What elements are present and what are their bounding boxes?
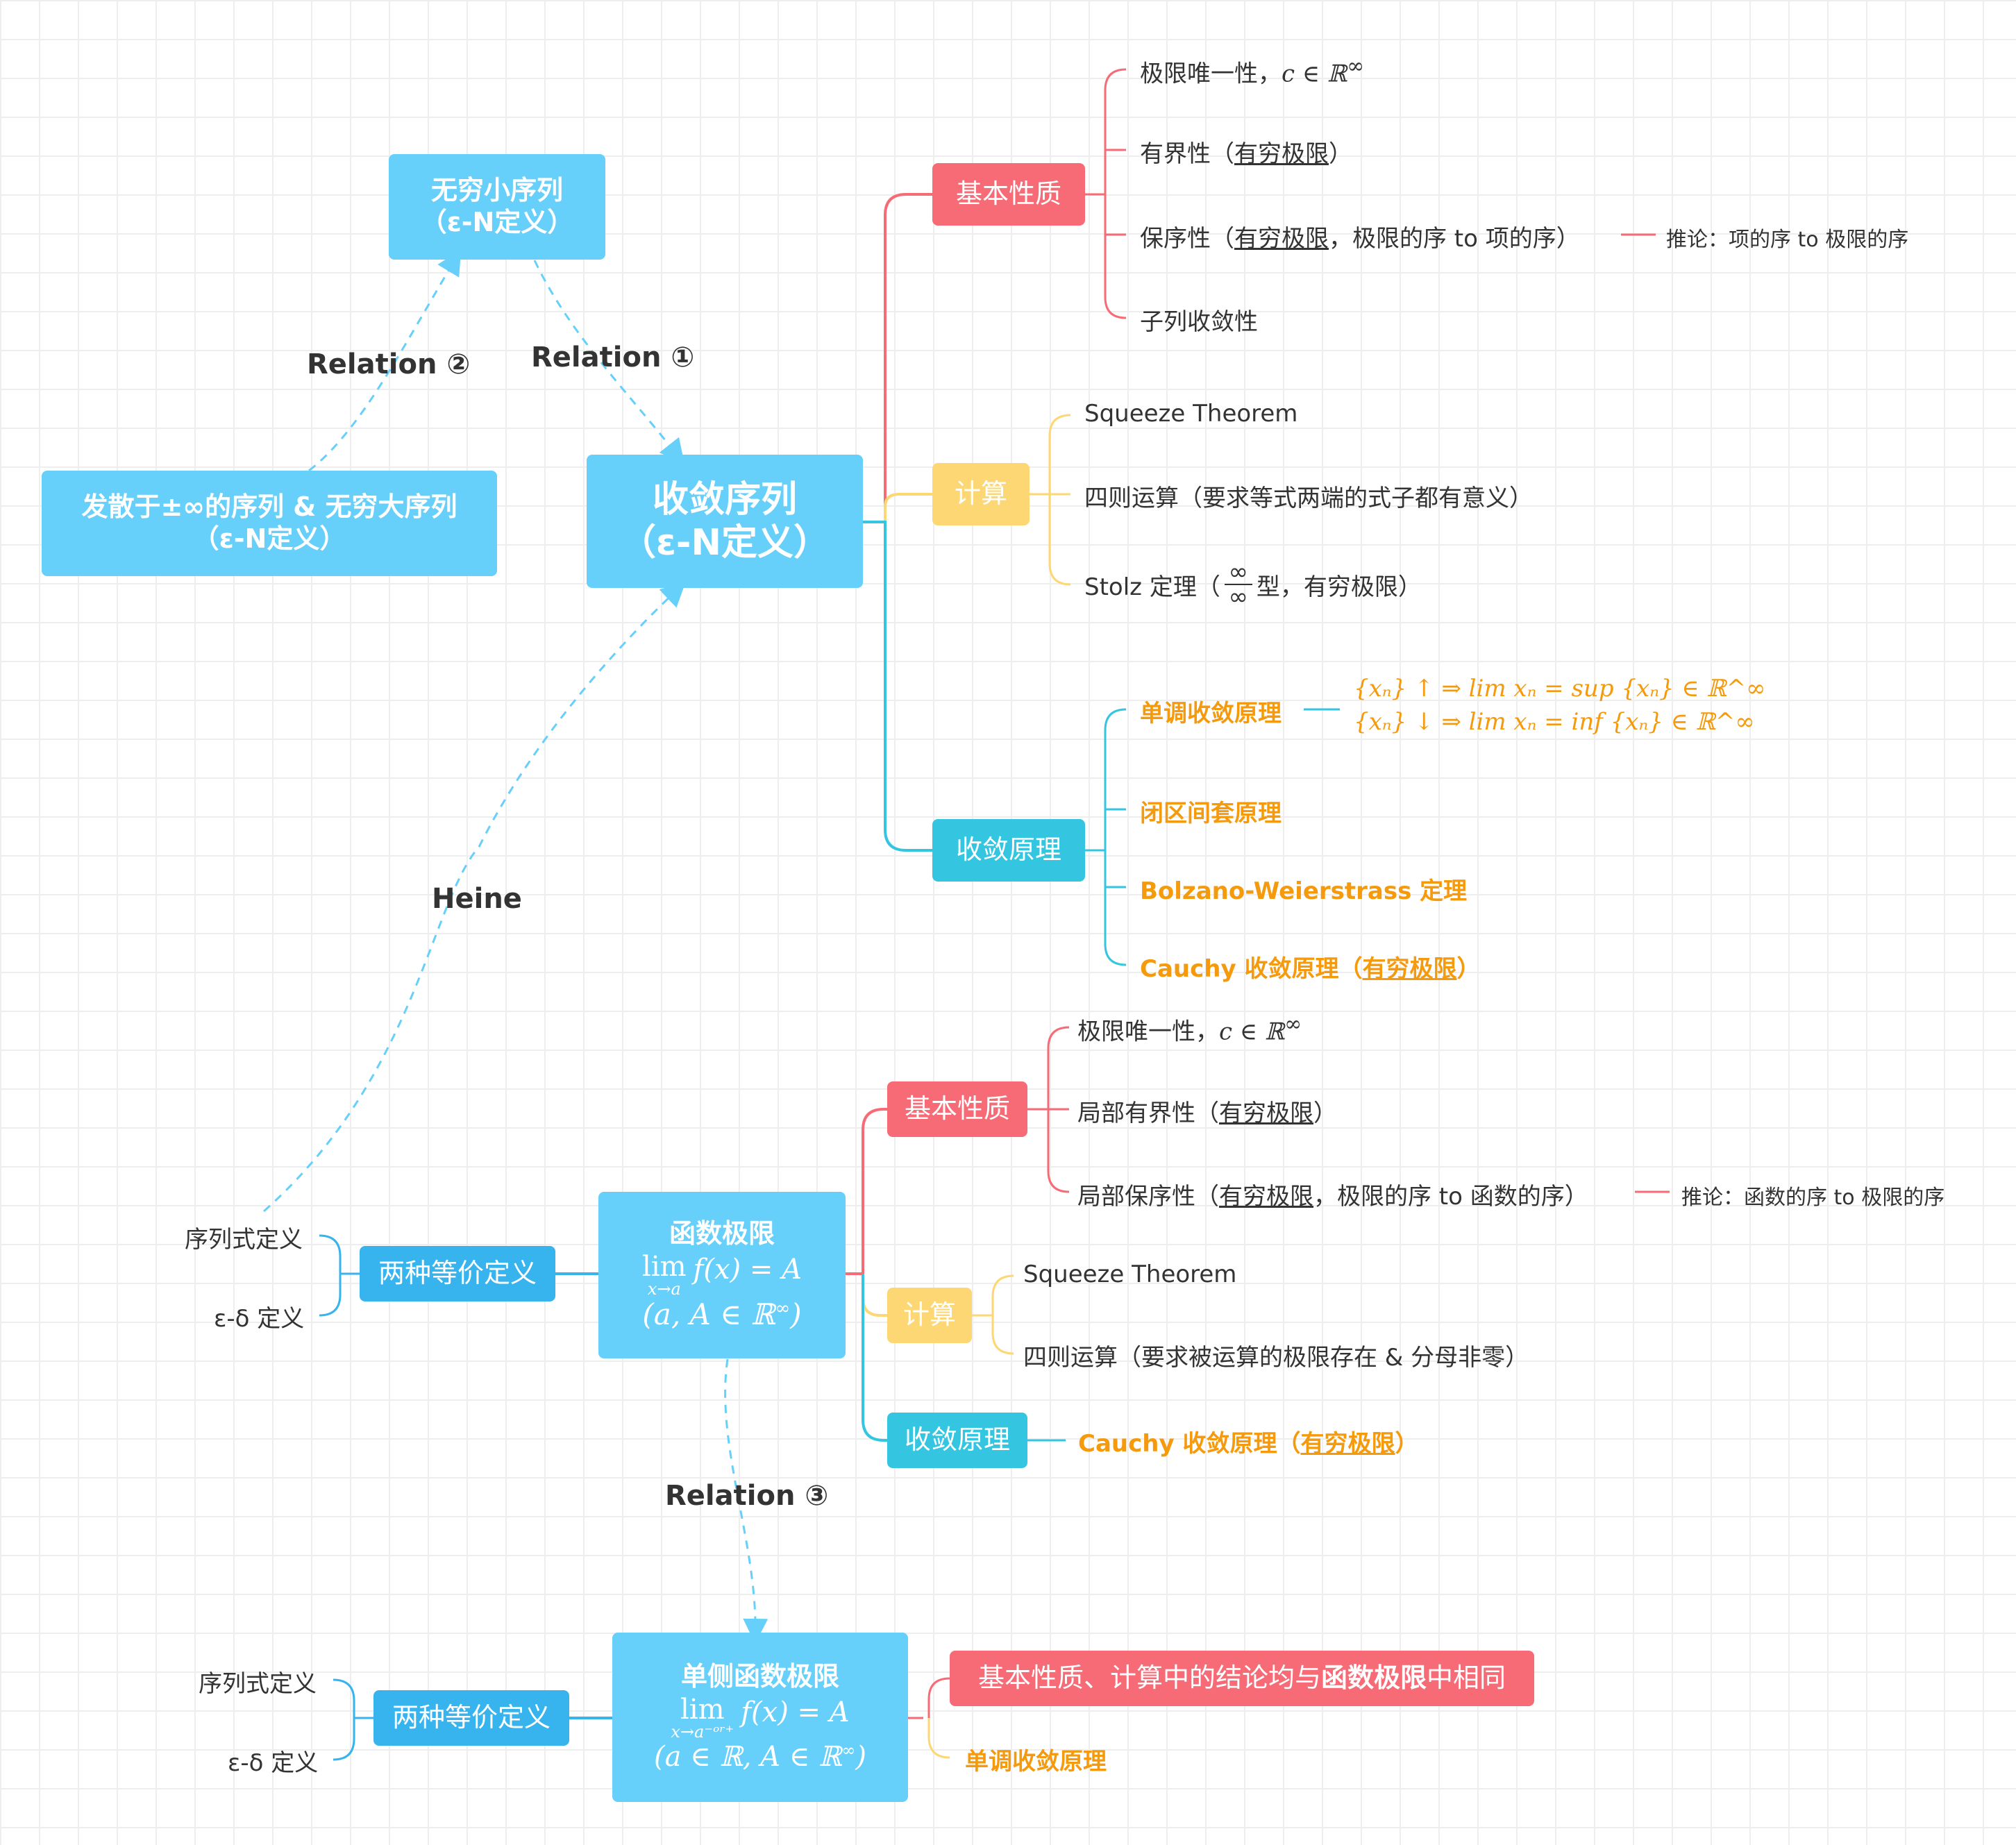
func-equiv-bracket xyxy=(319,1234,360,1317)
func-calc-arith: 四则运算（要求被运算的极限存在 & 分母非零） xyxy=(1023,1344,1529,1372)
seq-calc-squeeze: Squeeze Theorem xyxy=(1084,400,1298,428)
function-lim: lim x→a xyxy=(642,1250,687,1299)
seq-basic-label: 基本性质 xyxy=(955,178,1061,210)
seq-conv-nested: 闭区间套原理 xyxy=(1140,800,1282,827)
infinitesimal-line1: 无穷小序列 xyxy=(430,175,563,206)
one-def-epsilon: ε-δ 定义 xyxy=(228,1749,319,1777)
sequence-line1: 收敛序列 xyxy=(652,478,797,521)
heine-line xyxy=(263,581,687,1213)
function-domain: (a, A ∈ ℝ∞) xyxy=(642,1297,802,1331)
func-conv-cauchy: Cauchy 收敛原理（有穷极限） xyxy=(1078,1430,1419,1458)
stolz-fraction-bar xyxy=(1224,584,1252,585)
func-trunk-yellow xyxy=(862,1274,887,1317)
seq-calc-arith: 四则运算（要求等式两端的式子都有意义） xyxy=(1084,485,1533,512)
one-sided-domain: (a ∈ ℝ, A ∈ ℝ∞) xyxy=(654,1740,866,1773)
func-basic-uniqueness: 极限唯一性，c ∈ ℝ∞ xyxy=(1077,1012,1302,1046)
sequence-line2: （ε-N定义） xyxy=(619,522,830,564)
one-same-node[interactable]: 基本性质、计算中的结论均与函数极限中相同 xyxy=(950,1651,1534,1706)
seq-calc-node[interactable]: 计算 xyxy=(932,463,1030,525)
seq-monotone-formula2: {xₙ} ↓ ⇒ lim xₙ = inf {xₙ} ∈ ℝ^∞ xyxy=(1354,708,1755,736)
function-limit-node[interactable]: 函数极限 lim x→a f(x) = A (a, A ∈ ℝ∞) xyxy=(598,1192,846,1358)
heine-label: Heine xyxy=(432,883,522,915)
one-sided-formula: lim x→a⁻ᵒʳ⁺ f(x) = A xyxy=(671,1693,850,1742)
func-basic-node[interactable]: 基本性质 xyxy=(887,1081,1027,1137)
one-equiv-bracket xyxy=(333,1678,373,1761)
seq-calc-bracket xyxy=(1030,414,1071,586)
seq-basic-bounded: 有界性（有穷极限） xyxy=(1140,140,1352,168)
func-basic-order: 局部保序性（有穷极限，极限的序 to 函数的序） xyxy=(1077,1183,1588,1211)
function-formula: lim x→a f(x) = A xyxy=(642,1250,802,1299)
relation2-label: Relation ② xyxy=(307,348,471,380)
relation1-line xyxy=(533,260,685,465)
func-calc-label: 计算 xyxy=(902,1299,956,1331)
seq-monotone-formula1: {xₙ} ↑ ⇒ lim xₙ = sup {xₙ} ∈ ℝ^∞ xyxy=(1354,675,1766,702)
func-trunk-cyan xyxy=(862,1274,887,1442)
divergent-line2: （ε-N定义） xyxy=(192,523,346,554)
relation1-label: Relation ① xyxy=(531,342,695,373)
seq-basic-corollary: 推论：项的序 to 极限的序 xyxy=(1666,228,1909,252)
func-def-epsilon: ε-δ 定义 xyxy=(214,1305,305,1333)
one-sided-limit-node[interactable]: 单侧函数极限 lim x→a⁻ᵒʳ⁺ f(x) = A (a ∈ ℝ, A ∈ … xyxy=(612,1633,908,1802)
infinitesimal-line2: （ε-N定义） xyxy=(420,207,574,237)
seq-basic-bracket xyxy=(1084,68,1127,319)
one-def-sequence: 序列式定义 xyxy=(199,1670,317,1698)
func-calc-squeeze: Squeeze Theorem xyxy=(1023,1261,1237,1288)
one-monotone: 单调收敛原理 xyxy=(965,1748,1107,1776)
seq-conv-node[interactable]: 收敛原理 xyxy=(932,819,1085,882)
relation3-line xyxy=(724,1358,768,1644)
one-equiv-node[interactable]: 两种等价定义 xyxy=(373,1690,569,1746)
func-equiv-node[interactable]: 两种等价定义 xyxy=(360,1246,555,1301)
divergent-line1: 发散于±∞的序列 & 无穷大序列 xyxy=(81,491,457,523)
seq-calc-stolz: Stolz 定理（ ∞ ∞ 型，有穷极限） xyxy=(1084,558,1422,611)
relation3-label: Relation ③ xyxy=(665,1480,829,1512)
seq-conv-cauchy: Cauchy 收敛原理（有穷极限） xyxy=(1140,955,1481,983)
func-def-sequence: 序列式定义 xyxy=(185,1226,303,1254)
func-basic-label: 基本性质 xyxy=(904,1093,1010,1124)
func-trunk-red xyxy=(846,1108,887,1275)
seq-basic-subseq: 子列收敛性 xyxy=(1140,308,1258,336)
divergent-node[interactable]: 发散于±∞的序列 & 无穷大序列 （ε-N定义） xyxy=(42,471,497,576)
func-basic-corollary: 推论：函数的序 to 极限的序 xyxy=(1681,1186,1945,1210)
one-sided-title: 单侧函数极限 xyxy=(680,1661,839,1692)
seq-conv-monotone: 单调收敛原理 xyxy=(1140,700,1282,727)
func-equiv-label: 两种等价定义 xyxy=(378,1258,537,1289)
seq-conv-bw: Bolzano-Weierstrass 定理 xyxy=(1140,877,1468,905)
seq-trunk-yellow xyxy=(884,493,932,522)
func-calc-node[interactable]: 计算 xyxy=(887,1288,972,1343)
seq-basic-order: 保序性（有穷极限，极限的序 to 项的序） xyxy=(1140,225,1580,253)
func-conv-node[interactable]: 收敛原理 xyxy=(887,1413,1027,1468)
one-right-bracket xyxy=(908,1677,950,1719)
stolz-fraction: ∞ ∞ xyxy=(1224,560,1252,609)
one-sided-lim: lim x→a⁻ᵒʳ⁺ xyxy=(671,1693,734,1742)
func-conv-label: 收敛原理 xyxy=(904,1424,1010,1456)
infinitesimal-node[interactable]: 无穷小序列 （ε-N定义） xyxy=(389,154,605,260)
one-right-bracket-yellow xyxy=(927,1718,950,1759)
seq-basic-uniqueness: 极限唯一性，c ∈ ℝ∞ xyxy=(1140,54,1365,88)
func-calc-bracket xyxy=(972,1274,1014,1355)
seq-trunk-cyan xyxy=(850,521,932,852)
convergent-sequence-node[interactable]: 收敛序列 （ε-N定义） xyxy=(587,455,863,588)
seq-conv-label: 收敛原理 xyxy=(955,834,1061,866)
one-equiv-label: 两种等价定义 xyxy=(392,1702,551,1733)
func-basic-bracket xyxy=(1027,1026,1070,1193)
seq-trunk-red xyxy=(850,193,932,523)
seq-basic-node[interactable]: 基本性质 xyxy=(932,163,1085,226)
function-title: 函数极限 xyxy=(669,1218,775,1249)
seq-calc-label: 计算 xyxy=(954,478,1007,509)
func-basic-bounded: 局部有界性（有穷极限） xyxy=(1077,1100,1337,1127)
relation2-line xyxy=(308,249,462,472)
seq-conv-bracket xyxy=(1084,708,1127,966)
